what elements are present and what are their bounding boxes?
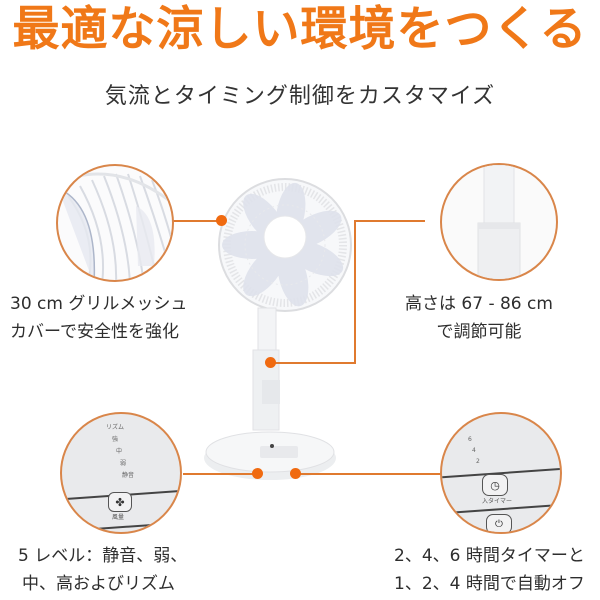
connector-timer (296, 473, 441, 475)
level-label-rhythm: リズム (106, 424, 125, 431)
callout-dot-grill (216, 215, 227, 226)
fan-speed-label: 風量 (112, 514, 125, 521)
power-icon: ⏻ (495, 518, 503, 530)
level-label-high: 強 (112, 436, 119, 443)
caption-timer-line2: 1、2、4 時間で自動オフ (394, 574, 585, 594)
connector-height-h2 (270, 362, 356, 364)
level-label-mid: 中 (116, 448, 123, 455)
callout-dot-height (265, 357, 276, 368)
detail-timer-circle: 6 4 2 ◷ 入タイマー ⏻ (440, 412, 562, 534)
caption-height-line1: 高さは 67 - 86 cm (405, 294, 553, 314)
timer-label-6: 6 (468, 436, 472, 443)
page-subtitle: 気流とタイミング制御をカスタマイズ (104, 84, 496, 109)
connector-height-v (354, 220, 356, 363)
fan-product-image (180, 140, 420, 500)
fan-speed-button[interactable]: ✤ (108, 492, 132, 512)
clock-icon: ◷ (490, 478, 500, 492)
detail-height-circle (440, 163, 558, 281)
connector-levels (183, 473, 258, 475)
timer-button[interactable]: ◷ (482, 474, 508, 496)
power-button[interactable]: ⏻ (486, 514, 512, 532)
caption-timer-line1: 2、4、6 時間タイマーと (394, 546, 585, 566)
caption-levels-line2: 中、高およびリズム (22, 574, 175, 594)
caption-timer: 2、4、6 時間タイマーと 1、2、4 時間で自動オフ (394, 542, 585, 598)
timer-indicator-list: 6 4 2 (468, 434, 480, 467)
caption-levels-line1: 5 レベル：静音、弱、 (18, 546, 188, 566)
caption-levels: 5 レベル：静音、弱、 中、高およびリズム (18, 542, 187, 598)
level-label-low: 弱 (120, 460, 127, 467)
level-label-quiet: 静音 (122, 472, 135, 479)
level-indicator-list: リズム 強 中 弱 静音 (106, 422, 134, 482)
caption-height: 高さは 67 - 86 cm で調節可能 (405, 290, 553, 346)
callout-dot-timer (290, 468, 301, 479)
caption-grill-line1: 30 cm グリルメッシュ (10, 294, 188, 314)
detail-grill-circle (56, 164, 174, 282)
timer-label: 入タイマー (482, 498, 513, 505)
detail-levels-circle: リズム 強 中 弱 静音 ✤ 風量 (60, 412, 182, 534)
page-title: 最適な涼しい環境をつくる (12, 2, 588, 57)
fan-icon: ✤ (115, 495, 125, 509)
caption-grill-line2: カバーで安全性を強化 (10, 322, 179, 342)
callout-dot-levels (252, 468, 263, 479)
connector-height-h (355, 220, 425, 222)
caption-height-line2: で調節可能 (436, 322, 522, 342)
caption-grill: 30 cm グリルメッシュ カバーで安全性を強化 (10, 290, 187, 346)
timer-label-2: 2 (476, 458, 480, 465)
connector-grill (170, 220, 222, 222)
timer-label-4: 4 (472, 447, 476, 454)
